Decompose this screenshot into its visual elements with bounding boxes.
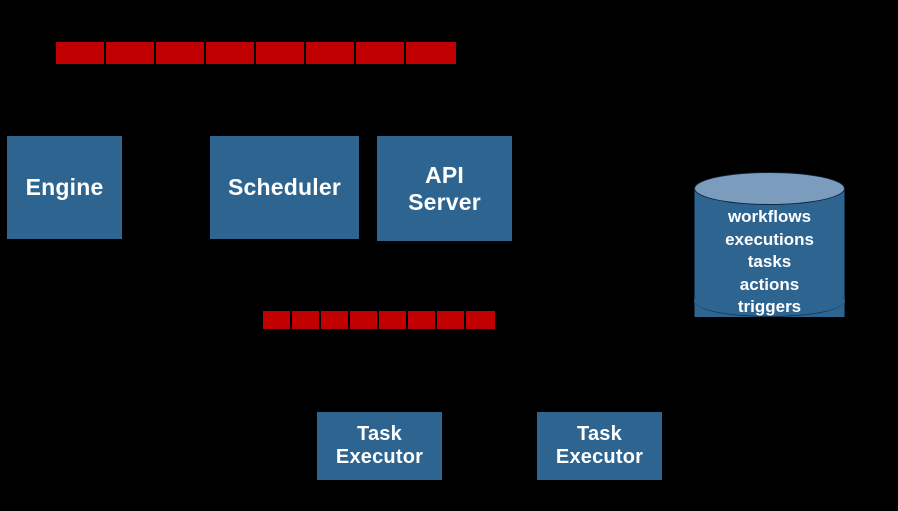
database-table-name: triggers xyxy=(737,297,802,317)
database-table-name: tasks xyxy=(747,252,792,272)
queue-segment xyxy=(356,42,406,64)
database-table-name: workflows xyxy=(727,207,812,226)
component-box-task-executor-1[interactable]: Task Executor xyxy=(317,412,442,480)
cylinder-bottom-ellipse xyxy=(694,285,845,317)
queue-segment xyxy=(350,311,379,329)
queue-segment xyxy=(406,42,456,64)
queue-segment xyxy=(321,311,350,329)
message-queue-bottom xyxy=(263,311,495,329)
scheduler-label: Scheduler xyxy=(227,174,341,201)
engine-label: Engine xyxy=(25,174,104,201)
api-server-label: API Server xyxy=(408,162,481,215)
component-box-task-executor-2[interactable]: Task Executor xyxy=(537,412,662,480)
queue-segment xyxy=(106,42,156,64)
queue-segment xyxy=(408,311,437,329)
queue-segment xyxy=(263,311,292,329)
queue-segment xyxy=(466,311,495,329)
component-box-api-server[interactable]: API Server xyxy=(377,136,512,241)
task-executor-2-label: Task Executor xyxy=(555,423,644,468)
message-queue-top xyxy=(56,42,456,64)
queue-segment xyxy=(306,42,356,64)
component-box-engine[interactable]: Engine xyxy=(7,136,122,239)
component-box-scheduler[interactable]: Scheduler xyxy=(210,136,359,239)
queue-segment xyxy=(292,311,321,329)
queue-segment xyxy=(206,42,256,64)
task-executor-1-label: Task Executor xyxy=(335,423,424,468)
cylinder-top-ellipse xyxy=(694,172,845,205)
queue-segment xyxy=(56,42,106,64)
queue-segment xyxy=(379,311,408,329)
database-table-name: executions xyxy=(725,229,814,249)
queue-segment xyxy=(256,42,306,64)
queue-segment xyxy=(437,311,466,329)
database-table-name: actions xyxy=(739,274,800,294)
queue-segment xyxy=(156,42,206,64)
